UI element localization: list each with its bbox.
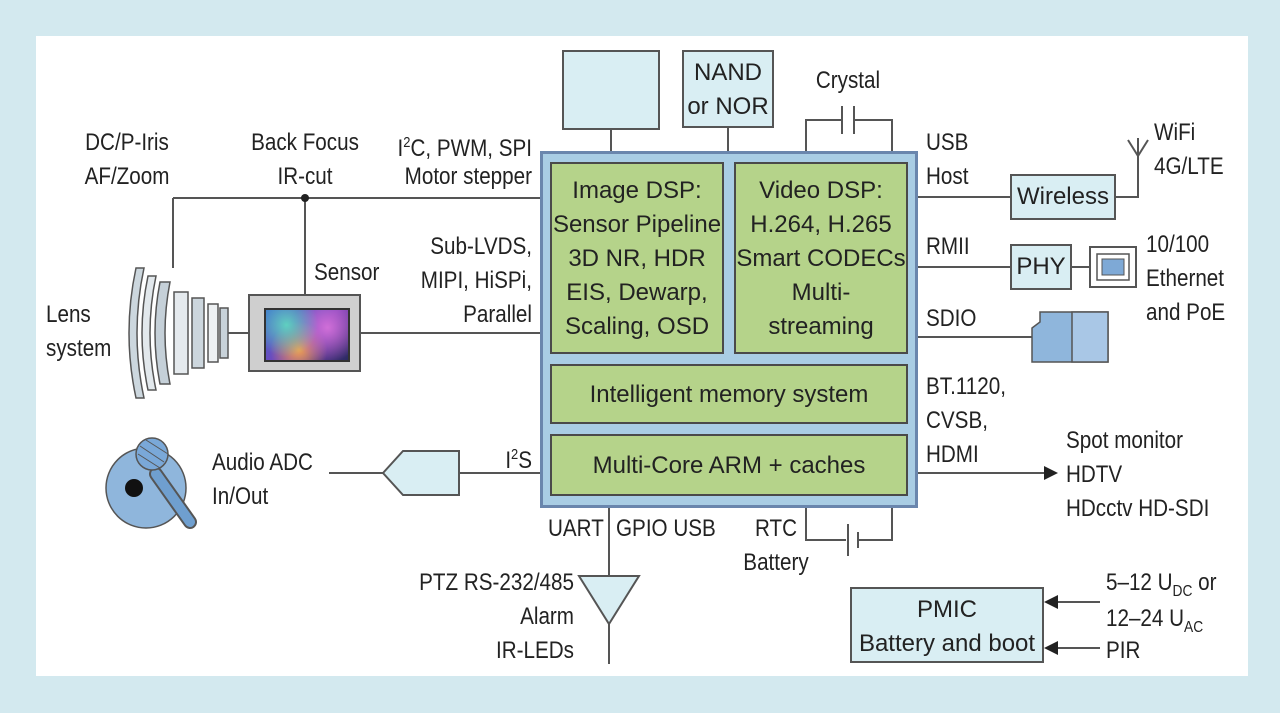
i2s-label: I2S xyxy=(505,446,532,474)
top-blank-box xyxy=(562,50,660,130)
sensor-die xyxy=(264,308,350,362)
dc-iris-line-1: DC/P-Iris xyxy=(85,129,169,156)
arm-block: Multi-Core ARM + caches xyxy=(550,434,908,496)
image-dsp-line-1: Image DSP: xyxy=(572,177,702,204)
video-dsp-line-2: H.264, H.265 xyxy=(750,211,892,238)
diagram-canvas: Image DSP: Sensor Pipeline 3D NR, HDR EI… xyxy=(36,36,1248,676)
rtc-line-2: Battery xyxy=(743,549,809,576)
image-dsp-line-5: Scaling, OSD xyxy=(564,313,710,340)
video-dsp-block: Video DSP: H.264, H.265 Smart CODECs Mul… xyxy=(734,162,908,354)
video-dsp-line-3: Smart CODECs xyxy=(736,245,906,272)
video-out-line-3: HDcctv HD-SDI xyxy=(1066,495,1210,522)
video-dsp-line-5: streaming xyxy=(768,313,874,340)
image-sensor-chip xyxy=(248,294,361,372)
memory-label: Intelligent memory system xyxy=(589,381,869,408)
pir-label: PIR xyxy=(1106,637,1141,664)
sd-card-icon xyxy=(1031,311,1109,363)
video-out-line-1: Spot monitor xyxy=(1066,427,1184,454)
rmii-label: RMII xyxy=(926,233,970,260)
wireless-label: Wireless xyxy=(1016,183,1109,210)
video-dsp-line-4: Multi- xyxy=(791,279,851,306)
pmic-box: PMIC Battery and boot xyxy=(850,587,1044,663)
sdio-label: SDIO xyxy=(926,305,977,332)
back-focus-line-1: Back Focus xyxy=(251,129,359,156)
ptz-line-1: PTZ RS-232/485 xyxy=(419,569,574,596)
ethernet-jack-icon xyxy=(1089,246,1137,288)
sensor-if-line-2: MIPI, HiSPi, xyxy=(420,267,532,294)
image-dsp-line-4: EIS, Dewarp, xyxy=(566,279,708,306)
video-if-line-2: CVSB, xyxy=(926,407,988,434)
ethernet-line-3: and PoE xyxy=(1146,299,1226,326)
uart-label: UART xyxy=(548,515,604,542)
rtc-line-1: RTC xyxy=(754,515,798,542)
arm-label: Multi-Core ARM + caches xyxy=(592,452,866,479)
sensor-label: Sensor xyxy=(314,259,380,286)
ptz-line-3: IR-LEDs xyxy=(496,637,574,664)
power-in-2: 12–24 UAC xyxy=(1106,605,1204,636)
memory-block: Intelligent memory system xyxy=(550,364,908,424)
i2c-label: I2C, PWM, SPI xyxy=(397,134,532,162)
audio-line-1: Audio ADC xyxy=(212,449,313,476)
nand-line-1: NAND xyxy=(693,59,762,86)
usb-host-line-2: Host xyxy=(926,163,969,190)
audio-line-2: In/Out xyxy=(212,483,269,510)
lens-line-2: system xyxy=(46,335,112,362)
image-dsp-block: Image DSP: Sensor Pipeline 3D NR, HDR EI… xyxy=(550,162,724,354)
lens-line-1: Lens xyxy=(46,301,91,328)
lens-icon xyxy=(128,267,229,399)
motor-stepper-label: Motor stepper xyxy=(404,163,532,190)
connection-lines xyxy=(105,106,1149,664)
nand-box: NAND or NOR xyxy=(682,50,774,128)
sensor-if-line-1: Sub-LVDS, xyxy=(430,233,532,260)
ethernet-line-1: 10/100 xyxy=(1146,231,1210,258)
crystal-label: Crystal xyxy=(815,67,881,94)
usb-host-line-1: USB xyxy=(926,129,969,156)
dc-iris-line-2: AF/Zoom xyxy=(84,163,170,190)
ethernet-line-2: Ethernet xyxy=(1146,265,1225,292)
phy-box: PHY xyxy=(1010,244,1072,290)
wireless-box: Wireless xyxy=(1010,174,1116,220)
sensor-if-line-3: Parallel xyxy=(463,301,532,328)
wifi-line-1: WiFi xyxy=(1154,119,1196,146)
pmic-line-1: PMIC xyxy=(917,596,977,623)
wifi-line-2: 4G/LTE xyxy=(1154,153,1224,180)
video-dsp-line-1: Video DSP: xyxy=(759,177,883,204)
gpio-usb-label: GPIO USB xyxy=(616,515,716,542)
phy-label: PHY xyxy=(1016,253,1066,280)
video-if-line-1: BT.1120, xyxy=(926,373,1006,400)
nand-line-2: or NOR xyxy=(687,93,769,120)
pmic-line-2: Battery and boot xyxy=(858,630,1036,657)
video-out-line-2: HDTV xyxy=(1066,461,1123,488)
ptz-line-2: Alarm xyxy=(520,603,574,630)
power-in-1: 5–12 UDC or xyxy=(1106,569,1217,600)
image-dsp-line-3: 3D NR, HDR xyxy=(568,245,706,272)
back-focus-line-2: IR-cut xyxy=(277,163,333,190)
image-dsp-line-2: Sensor Pipeline xyxy=(552,211,722,238)
video-if-line-3: HDMI xyxy=(926,441,979,468)
microphone-icon xyxy=(105,437,197,529)
